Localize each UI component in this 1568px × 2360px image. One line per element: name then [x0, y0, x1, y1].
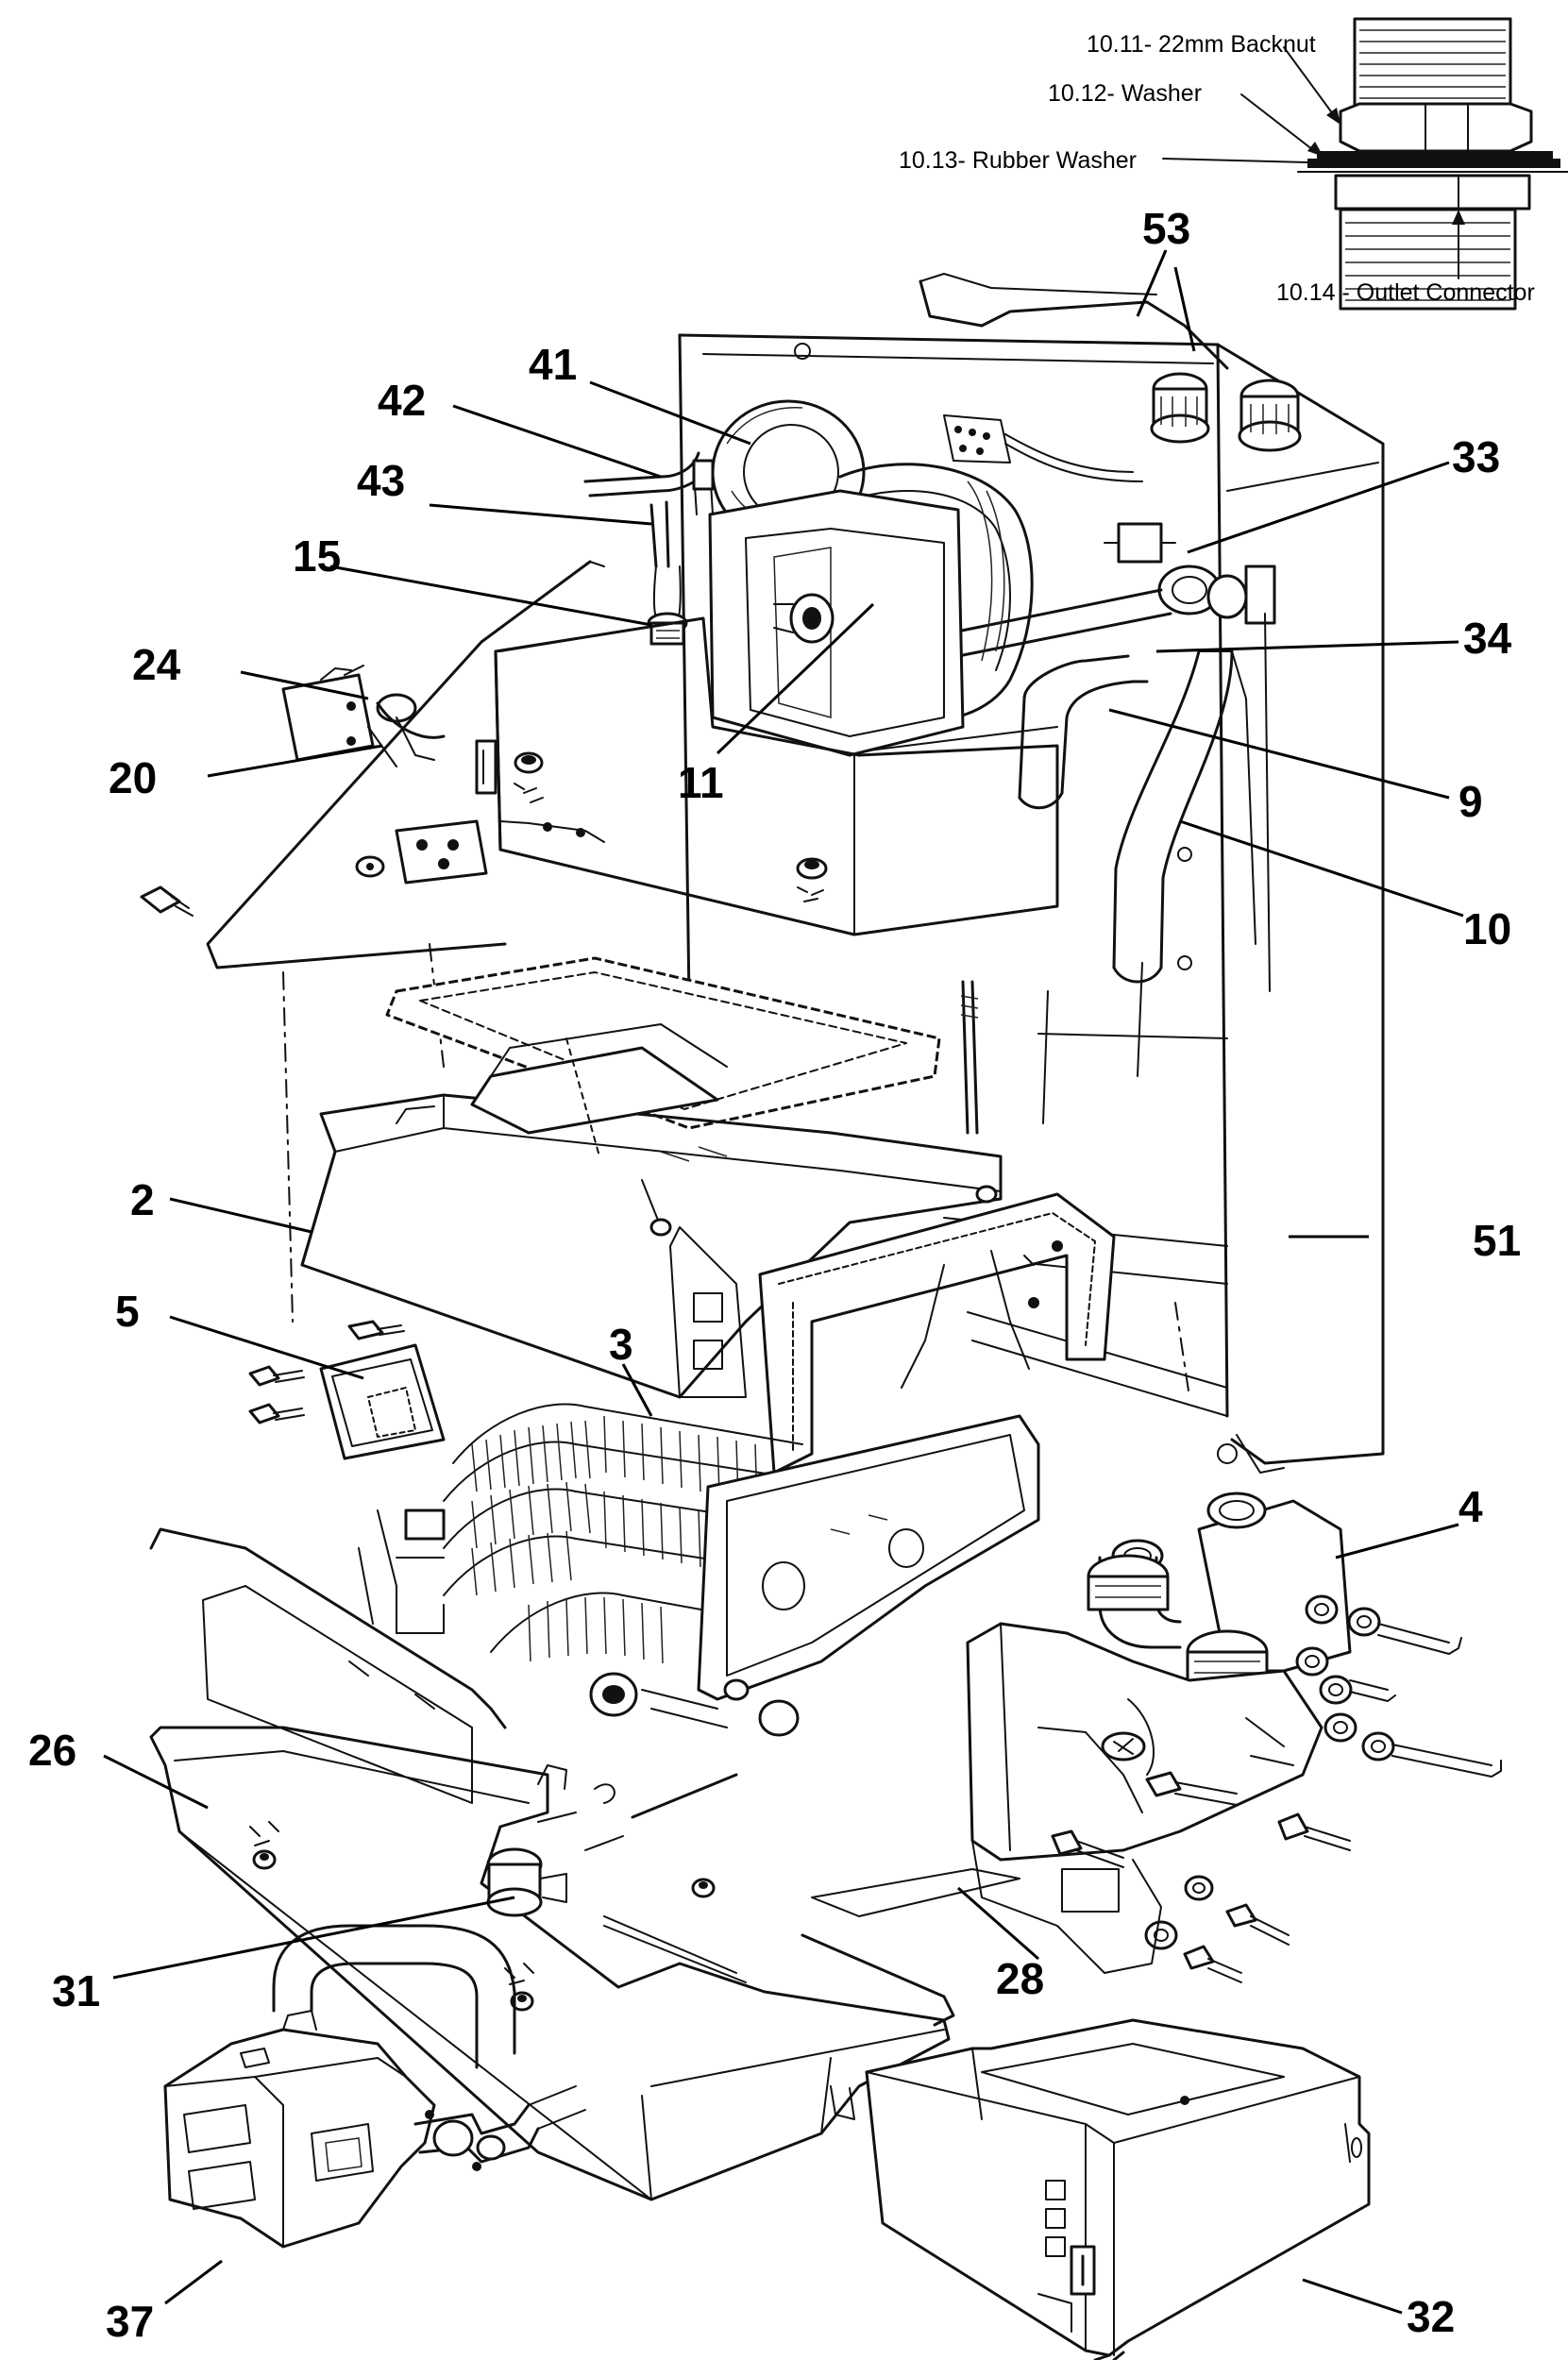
part-label-53: 53 [1142, 204, 1190, 253]
electrode-bracket [140, 665, 488, 917]
washer-shape [1317, 151, 1553, 159]
fan-assembly [583, 399, 1034, 757]
leader-lines [103, 249, 1464, 2315]
outlet-connector-detail: 10.11- 22mm Backnut 10.12- Washer 10.13-… [899, 17, 1568, 311]
part-label-31: 31 [52, 1966, 100, 2015]
part-label-26: 26 [28, 1726, 76, 1775]
part-label-10: 10 [1463, 904, 1511, 953]
hydraulic-block [966, 1492, 1502, 1983]
part-label-15: 15 [293, 531, 341, 581]
caption-rubber-washer: 10.13- Rubber Washer [899, 147, 1137, 174]
bolts-5 [248, 1320, 405, 1424]
part-label-2: 2 [130, 1175, 155, 1224]
part-label-3: 3 [609, 1320, 633, 1369]
part-label-33: 33 [1452, 432, 1500, 481]
caption-washer: 10.12- Washer [1048, 80, 1202, 107]
part-label-4: 4 [1458, 1482, 1483, 1531]
rubber-washer-shape [1307, 159, 1560, 168]
fin-lines [471, 1415, 758, 1664]
part-label-32: 32 [1407, 2292, 1455, 2341]
gland-left [1150, 372, 1210, 444]
bolts-4 [1051, 1594, 1502, 1983]
backnut-hex [1339, 102, 1533, 153]
part-number-labels: 53 41 42 33 43 15 34 24 11 20 9 10 2 51 … [28, 204, 1521, 2346]
caption-outlet-connector: 10.14 - Outlet Connector [1276, 279, 1535, 306]
gas-valve [163, 1924, 586, 2249]
part-label-5: 5 [115, 1287, 140, 1336]
heat-exchanger [248, 1320, 1040, 1737]
part-label-20: 20 [109, 753, 157, 802]
part-label-28: 28 [996, 1954, 1044, 2003]
gland-right [1238, 379, 1302, 452]
front-frame [758, 1192, 1116, 1475]
part-label-43: 43 [357, 456, 405, 505]
casing-base [149, 1527, 1020, 2201]
control-box [865, 2018, 1371, 2360]
part-label-9: 9 [1458, 777, 1483, 826]
flue-hood [206, 560, 1059, 969]
part-label-41: 41 [529, 340, 577, 389]
part-label-34: 34 [1463, 614, 1512, 663]
part-label-37: 37 [106, 2297, 154, 2346]
part-label-51: 51 [1473, 1216, 1521, 1265]
gasket [385, 956, 979, 1135]
part-label-42: 42 [378, 376, 426, 425]
backnut-threads [1359, 29, 1506, 99]
part-label-24: 24 [132, 640, 181, 689]
outlet-connector-shape [1339, 208, 1517, 311]
finned-tubes [443, 1403, 832, 1653]
part-label-11: 11 [678, 758, 724, 807]
caption-backnut: 10.11- 22mm Backnut [1087, 31, 1316, 58]
